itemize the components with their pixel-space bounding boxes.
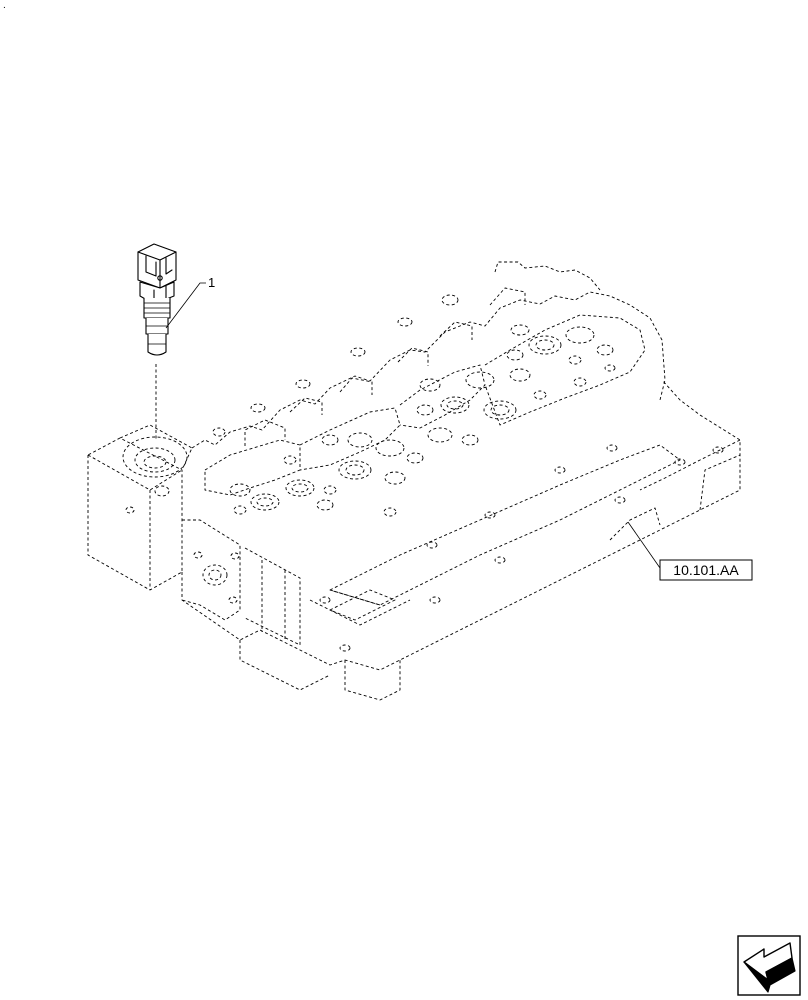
reference-leader xyxy=(627,521,661,569)
temperature-sensor-part xyxy=(137,243,206,356)
reference-code: 10.101.AA xyxy=(673,562,739,578)
corner-mark: . xyxy=(3,0,6,11)
callout-number: 1 xyxy=(208,275,215,290)
reference-box[interactable]: 10.101.AA xyxy=(659,559,753,581)
cylinder-head-phantom xyxy=(87,261,741,701)
arrow-left-icon[interactable] xyxy=(737,935,801,996)
